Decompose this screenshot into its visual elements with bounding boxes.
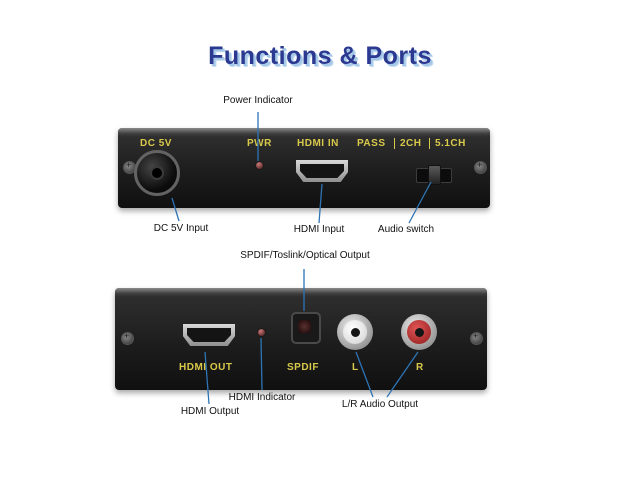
rca-hole-icon <box>350 327 360 337</box>
annotation-audio-switch: Audio switch <box>377 224 435 235</box>
panel-label-51ch: 5.1CH <box>429 138 466 149</box>
screw-icon <box>474 160 487 174</box>
hdmi-led-icon <box>257 328 266 337</box>
panel-label-hdmi-in: HDMI IN <box>297 138 339 149</box>
power-led-icon <box>255 161 264 170</box>
hdmi-slot-icon <box>187 328 231 342</box>
hdmi-output-port <box>183 324 235 346</box>
panel-label-l: L <box>352 362 359 373</box>
toslink-shine-icon <box>298 320 311 333</box>
panel-label-spdif: SPDIF <box>287 362 319 373</box>
dc-power-jack <box>134 150 180 196</box>
rca-hole-icon <box>414 327 424 337</box>
annotation-hdmi-indicator: HDMI Indicator <box>228 392 296 403</box>
hdmi-input-port <box>296 160 348 182</box>
screw-icon <box>121 331 134 345</box>
panel-label-r: R <box>416 362 424 373</box>
toslink-optical-port <box>291 312 321 344</box>
annotation-lr-output: L/R Audio Output <box>341 399 419 410</box>
annotation-hdmi-output: HDMI Output <box>180 406 240 417</box>
panel-label-2ch: 2CH <box>394 138 422 149</box>
rca-jack-right <box>401 314 437 350</box>
panel-label-hdmi-out: HDMI OUT <box>179 362 233 373</box>
page-title: Functions & Ports <box>208 42 432 70</box>
screw-icon <box>470 331 483 345</box>
annotation-dc-input: DC 5V Input <box>153 223 209 234</box>
rca-jack-left <box>337 314 373 350</box>
annotation-spdif-output: SPDIF/Toslink/Optical Output <box>240 250 370 261</box>
top-device-panel: DC 5V PWR HDMI IN PASS 2CH 5.1CH <box>118 128 490 208</box>
panel-label-pwr: PWR <box>247 138 272 149</box>
dc-jack-pin-icon <box>150 166 164 180</box>
panel-label-pass: PASS <box>357 138 386 149</box>
hdmi-slot-icon <box>300 164 344 178</box>
annotation-power-indicator: Power Indicator <box>223 95 293 106</box>
annotation-hdmi-input: HDMI Input <box>293 224 345 235</box>
audio-switch-slider <box>416 165 452 185</box>
panel-label-dc5v: DC 5V <box>140 138 172 149</box>
switch-knob-icon <box>428 165 441 185</box>
bottom-device-panel: HDMI OUT SPDIF L R <box>115 288 487 390</box>
